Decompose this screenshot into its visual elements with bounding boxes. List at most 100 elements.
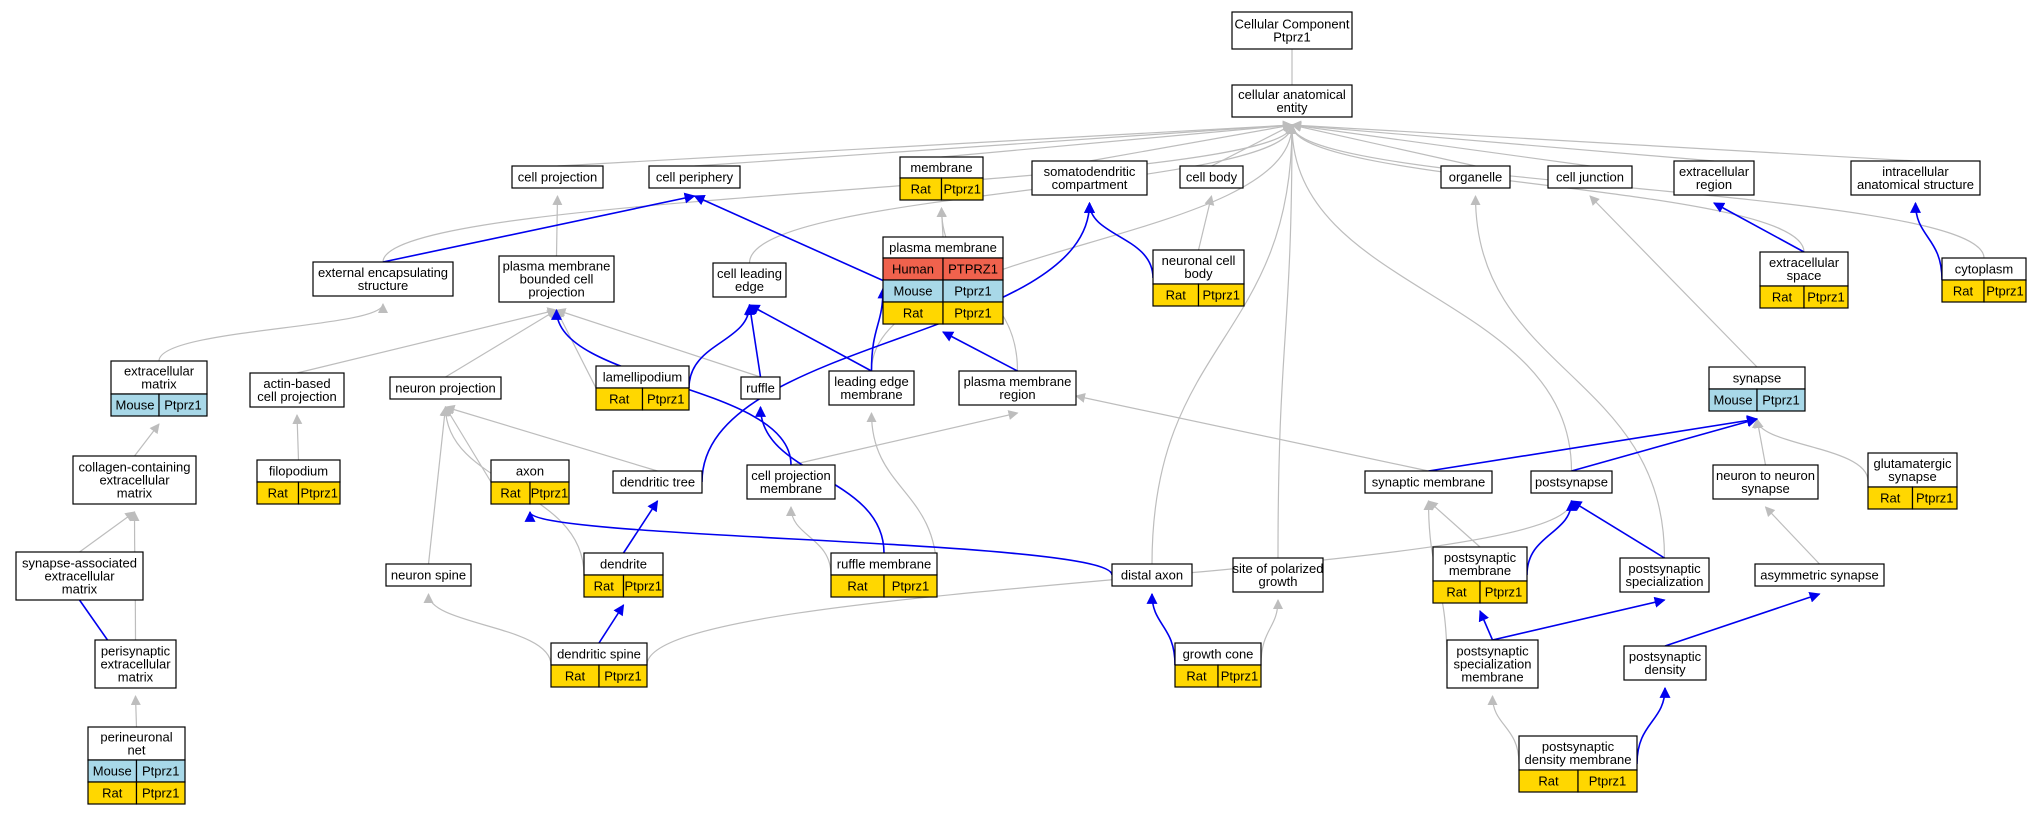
gene-label: Ptprz1 <box>1589 774 1627 789</box>
gene-label: Ptprz1 <box>142 786 180 801</box>
node-cellproj[interactable]: cell projection <box>511 165 604 189</box>
gene-label: Ptprz1 <box>300 486 338 501</box>
node-asym[interactable]: asymmetric synapse <box>1754 563 1885 587</box>
node-label: intracellular <box>1882 164 1949 179</box>
gene-label: Ptprz1 <box>1916 491 1954 506</box>
node-label: membrane <box>910 160 972 175</box>
gene-label: Ptprz1 <box>1202 288 1240 303</box>
node-label: body <box>1184 266 1213 281</box>
node-box <box>15 551 144 601</box>
node-box <box>740 376 781 400</box>
species-label: Rat <box>594 579 615 594</box>
gene-label: Ptprz1 <box>531 486 569 501</box>
edge-ruffle-to-pmbcp <box>555 308 761 378</box>
edge-ruffle-to-leadedge <box>745 303 762 378</box>
node-label: cell projection <box>257 389 337 404</box>
node-cellbody[interactable]: cell body <box>1179 165 1244 189</box>
node-label: dendritic spine <box>557 647 641 662</box>
gene-label: Ptprz1 <box>1986 284 2024 299</box>
node-box <box>1850 160 1981 196</box>
node-label: glutamatergic <box>1873 456 1952 471</box>
gene-cell <box>1217 664 1262 688</box>
node-label: dendritic tree <box>620 475 695 490</box>
edge-neuronproj-to-pmbcp <box>445 309 558 378</box>
node-label: leading edge <box>834 374 908 389</box>
edge-psspec-to-postsyn <box>1570 500 1665 559</box>
node-organelle[interactable]: organelle <box>1440 165 1511 189</box>
node-label: matrix <box>117 486 153 501</box>
node-celljunc[interactable]: cell junction <box>1547 165 1633 189</box>
node-label: membrane <box>1449 563 1511 578</box>
node-box <box>1623 645 1707 681</box>
node-box <box>828 370 915 406</box>
node-box <box>87 726 186 761</box>
node-label: collagen-containing <box>78 460 190 475</box>
node-label: perineuronal <box>100 730 172 745</box>
node-box <box>389 376 502 400</box>
edge-extraregion-to-cae <box>1291 120 1715 162</box>
node-label: cellular anatomical <box>1238 87 1346 102</box>
node-cellper[interactable]: cell periphery <box>648 165 741 189</box>
edge-dendtree-to-somato <box>701 201 1095 483</box>
node-distalaxon[interactable]: distal axon <box>1111 563 1193 587</box>
node-dendtree[interactable]: dendritic tree <box>612 470 703 494</box>
gene-label: Ptprz1 <box>647 392 685 407</box>
node-synmem[interactable]: synaptic membrane <box>1364 470 1493 494</box>
edge-cellper-to-cae <box>694 120 1293 167</box>
node-label: region <box>1696 177 1732 192</box>
species-label: Mouse <box>893 284 932 299</box>
species-label: Rat <box>500 486 521 501</box>
node-box <box>1364 470 1493 494</box>
node-label: density membrane <box>1525 752 1632 767</box>
node-neuronspine[interactable]: neuron spine <box>385 563 472 587</box>
node-box <box>712 262 787 298</box>
edge-rufflemem-to-lemembrane <box>866 412 938 576</box>
node-ruffle[interactable]: ruffle <box>740 376 781 400</box>
node-neuronproj[interactable]: neuron projection <box>389 376 502 400</box>
edge-dendspine-to-postsyn <box>646 500 1577 666</box>
node-postsyn[interactable]: postsynapse <box>1530 470 1613 494</box>
gene-cell <box>158 393 208 417</box>
node-box <box>1432 546 1528 582</box>
gene-cell <box>1983 279 2027 303</box>
